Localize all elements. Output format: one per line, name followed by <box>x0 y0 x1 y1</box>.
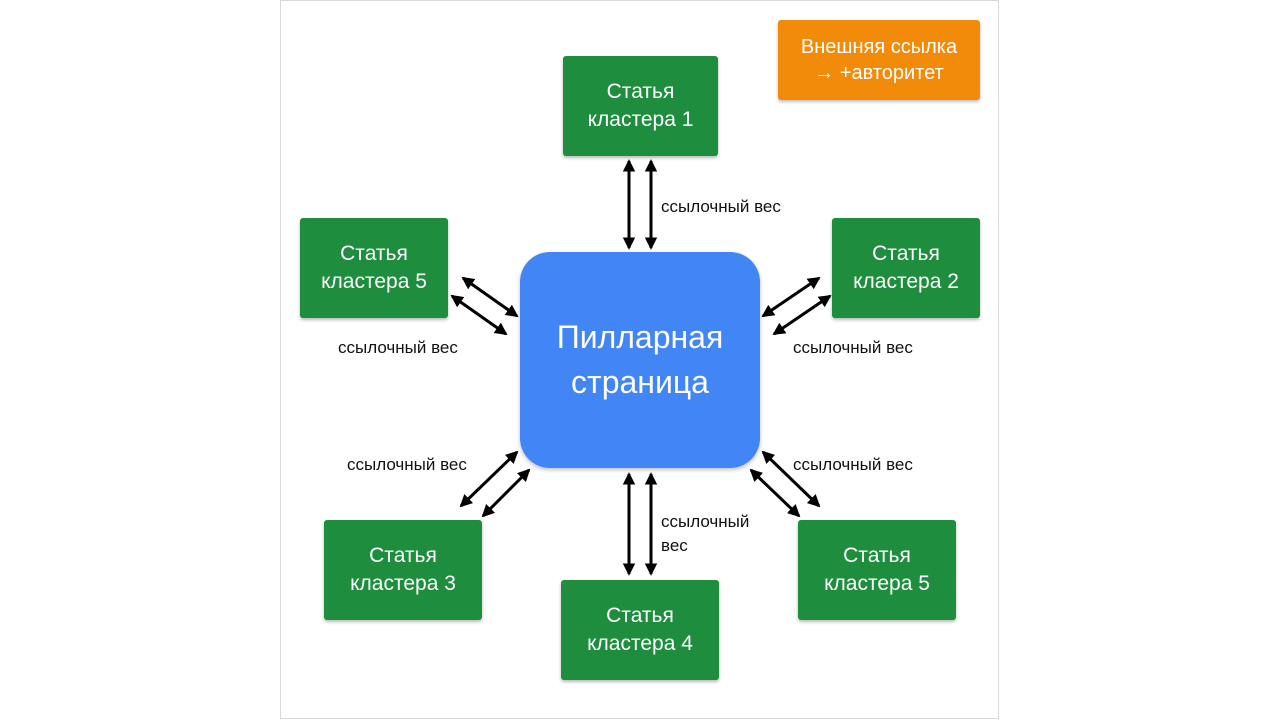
edge-label-bottom: ссылочный вес <box>661 510 781 558</box>
cluster-1-line2: кластера 1 <box>587 108 694 131</box>
pillar-page-box: Пилларная страница <box>520 252 760 468</box>
external-link-line1: Внешняя ссылка <box>800 36 958 58</box>
cluster-3-line1: Статья <box>369 543 437 567</box>
edge-label-right-lower: ссылочный вес <box>793 455 913 474</box>
edge-label-left-lower: ссылочный вес <box>347 455 467 474</box>
cluster-5-left-line2: кластера 5 <box>321 270 427 293</box>
cluster-4-line2: кластера 4 <box>587 632 693 655</box>
edge-label-bottom-line1: ссылочный <box>661 512 750 531</box>
cluster-5-right-line2: кластера 5 <box>824 572 930 595</box>
pillar-line2: страница <box>571 364 709 400</box>
cluster-5-left-line1: Статья <box>340 241 408 265</box>
edge-label-left-upper: ссылочный вес <box>338 338 458 357</box>
edge-label-top: ссылочный вес <box>661 197 781 216</box>
edge-label-bottom-line2: вес <box>661 535 688 555</box>
external-link-line2: → +авторитет <box>814 62 944 84</box>
cluster-article-4: Статья кластера 4 <box>561 580 719 680</box>
cluster-3-line2: кластера 3 <box>350 572 456 595</box>
pillar-line1: Пилларная <box>556 319 724 356</box>
cluster-article-5-left: Статья кластера 5 <box>300 218 448 318</box>
cluster-article-1: Статья кластера 1 <box>563 56 718 156</box>
cluster-2-line2: кластера 2 <box>853 270 959 293</box>
cluster-2-line1: Статья <box>872 241 940 265</box>
cluster-article-2: Статья кластера 2 <box>832 218 980 318</box>
cluster-1-line1: Статья <box>606 79 675 103</box>
cluster-article-5-right: Статья кластера 5 <box>798 520 956 620</box>
external-link-box: Внешняя ссылка → +авторитет <box>778 20 980 100</box>
cluster-article-3: Статья кластера 3 <box>324 520 482 620</box>
cluster-4-line1: Статья <box>606 603 674 627</box>
cluster-5-right-line1: Статья <box>843 543 911 567</box>
edge-label-right-upper: ссылочный вес <box>793 338 913 357</box>
